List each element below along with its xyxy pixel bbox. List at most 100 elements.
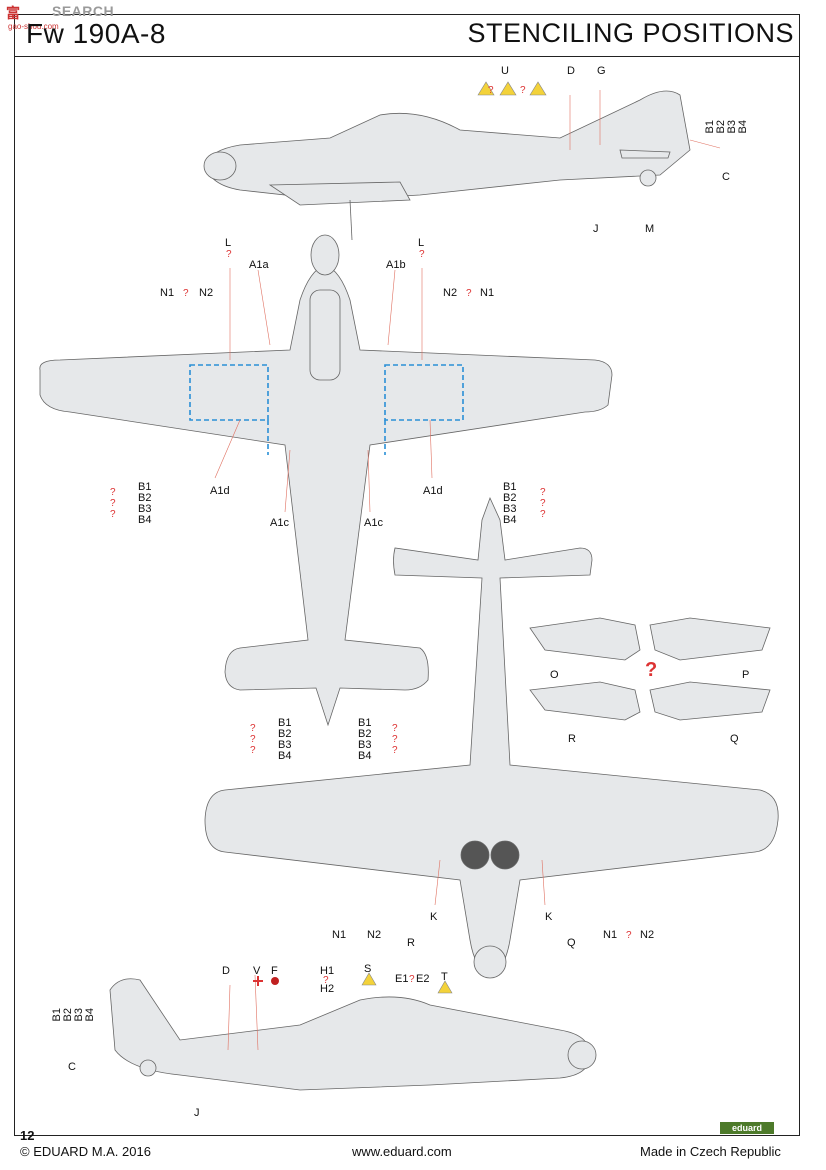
label-J-top: J <box>593 223 599 235</box>
label-O: O <box>550 669 559 681</box>
label-A1d-right: A1d <box>423 485 443 497</box>
label-E1: E1 <box>395 973 409 985</box>
label-E2: E2 <box>416 973 430 985</box>
made-in: Made in Czech Republic <box>640 1144 781 1159</box>
label-H2: H2 <box>320 983 335 995</box>
watermark-brand: SEARCH <box>52 3 115 19</box>
q-N-left: ? <box>183 288 189 299</box>
label-B1-wr: B1 <box>503 481 517 493</box>
side-profile-top <box>203 90 691 241</box>
q-B-wl2: ? <box>110 498 116 509</box>
q-H: ? <box>323 975 329 986</box>
label-B1-tl: B1 <box>278 717 292 729</box>
label-S: S <box>364 963 372 975</box>
label-B3-tl: B3 <box>278 739 292 751</box>
label-B3-wl: B3 <box>138 503 152 515</box>
planform-bottom <box>204 496 779 979</box>
label-K-left: K <box>430 911 438 923</box>
label-B1-tr: B1 <box>358 717 372 729</box>
q-B-wl1: ? <box>110 487 116 498</box>
q-B-tl3: ? <box>250 745 256 756</box>
label-M: M <box>645 223 655 235</box>
q-B-wl3: ? <box>110 509 116 520</box>
label-C-bottom: C <box>68 1061 76 1073</box>
q-B-wr3: ? <box>540 509 546 520</box>
eduard-logo: eduard <box>720 1122 774 1134</box>
label-A1d-left: A1d <box>210 485 230 497</box>
label-A1c-right: A1c <box>364 517 383 529</box>
label-Q-door: Q <box>730 733 739 745</box>
planform-top <box>39 234 613 727</box>
label-B4-tl: B4 <box>278 750 292 762</box>
website: www.eduard.com <box>352 1144 452 1159</box>
q-L-right: ? <box>419 249 425 260</box>
label-N2-bl: N2 <box>367 929 382 941</box>
label-B4-bs: B4 <box>84 1008 96 1022</box>
label-B4-tr: B4 <box>358 750 372 762</box>
label-V: V <box>253 965 261 977</box>
label-B4-wr: B4 <box>503 514 517 526</box>
label-T: T <box>441 971 448 983</box>
label-L-right: L <box>418 237 425 249</box>
gear-doors-upper <box>529 617 771 661</box>
label-B3-tr: B3 <box>358 739 372 751</box>
label-A1b: A1b <box>386 259 406 271</box>
label-L-left: L <box>225 237 232 249</box>
label-B2-wr: B2 <box>503 492 517 504</box>
label-A1c-left: A1c <box>270 517 289 529</box>
q-N-br: ? <box>626 930 632 941</box>
label-C-top: C <box>722 171 730 183</box>
label-N1-bl: N1 <box>332 929 347 941</box>
label-B2-tl: B2 <box>278 728 292 740</box>
label-F: F <box>271 965 278 977</box>
watermark-sub: gao-shou.com <box>8 22 59 31</box>
label-B3-wr: B3 <box>503 503 517 515</box>
page-title: STENCILING POSITIONS <box>467 18 794 48</box>
label-R-bottom: R <box>407 937 415 949</box>
page-frame <box>14 14 800 1136</box>
label-Q-bottom: Q <box>567 937 576 949</box>
label-P: P <box>742 669 750 681</box>
q-B-tr1: ? <box>392 723 398 734</box>
label-U: U <box>501 65 509 77</box>
model-title: Fw 190A-8 <box>26 18 166 49</box>
label-N2-left: N2 <box>199 287 214 299</box>
q-B-tr2: ? <box>392 734 398 745</box>
label-N1-br: N1 <box>603 929 618 941</box>
q-U2: ? <box>520 85 526 96</box>
watermark-logo: 富 <box>6 5 20 21</box>
label-B4-side: B4 <box>737 120 749 134</box>
label-B2-tr: B2 <box>358 728 372 740</box>
q-B-tl2: ? <box>250 734 256 745</box>
gear-doors-lower <box>529 681 771 721</box>
label-J-bottom: J <box>194 1107 200 1119</box>
label-B4-wl: B4 <box>138 514 152 526</box>
svg-text:?: ? <box>645 659 657 681</box>
label-D-bottom: D <box>222 965 230 977</box>
q-N-right: ? <box>466 288 472 299</box>
copyright: © EDUARD M.A. 2016 <box>20 1144 151 1159</box>
label-K-right: K <box>545 911 553 923</box>
q-B-wr1: ? <box>540 487 546 498</box>
label-A1a: A1a <box>249 259 269 271</box>
page-number: 12 <box>20 1128 35 1143</box>
q-B-tl1: ? <box>250 723 256 734</box>
q-B-tr3: ? <box>392 745 398 756</box>
header-divider <box>14 56 800 57</box>
label-B1-wl: B1 <box>138 481 152 493</box>
label-N1-left: N1 <box>160 287 175 299</box>
label-B2-wl: B2 <box>138 492 152 504</box>
label-D-top: D <box>567 65 575 77</box>
side-profile-bottom <box>109 978 597 1091</box>
q-L-left: ? <box>226 249 232 260</box>
label-H1: H1 <box>320 965 335 977</box>
label-R-door: R <box>568 733 576 745</box>
q-B-wr2: ? <box>540 498 546 509</box>
q-E: ? <box>409 974 415 985</box>
q-U: ? <box>488 85 494 96</box>
label-G: G <box>597 65 606 77</box>
label-N1-right: N1 <box>480 287 495 299</box>
label-N2-right: N2 <box>443 287 458 299</box>
label-N2-br: N2 <box>640 929 655 941</box>
